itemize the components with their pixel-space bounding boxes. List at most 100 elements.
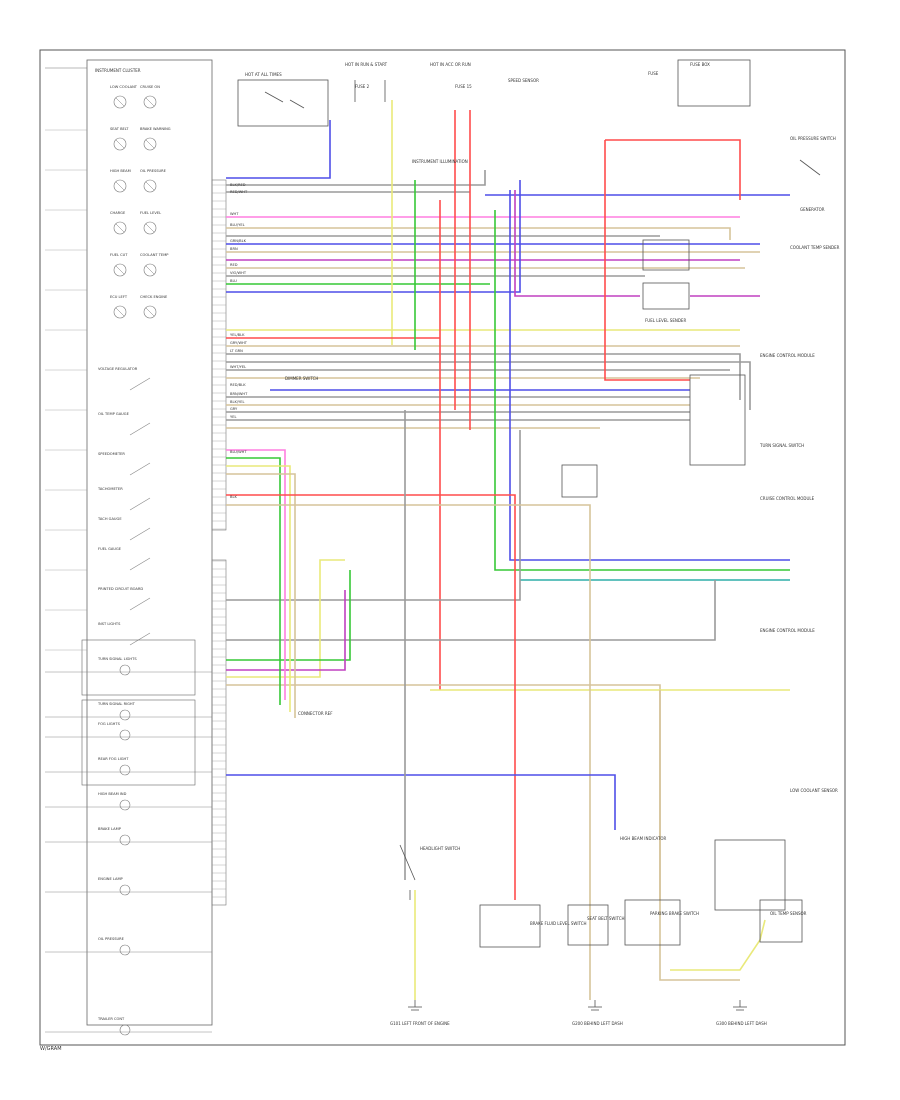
switch-icon — [129, 527, 151, 541]
label-oil-temp-sensor: OIL TEMP SENSOR — [770, 911, 807, 916]
wire-red — [605, 139, 741, 200]
gauge-label: OIL PRESSURE — [140, 169, 167, 173]
generator-relay-box — [642, 239, 690, 271]
component-group — [237, 59, 821, 948]
engine-control-box — [689, 374, 746, 466]
cluster-side-item: OIL PRESSURE — [45, 937, 212, 956]
label-fuse: FUSE — [648, 71, 659, 76]
gauge-8: FUEL CUT — [110, 253, 128, 277]
label-fuse-box: FUSE BOX — [690, 62, 710, 67]
wire-label: BLU/WHT — [230, 450, 247, 454]
cluster-side-item: PRINTED CIRCUIT BOARD — [98, 587, 151, 611]
cluster-pin-labels — [45, 129, 87, 651]
cluster-side-item: TURN SIGNAL RIGHT — [45, 702, 212, 721]
cluster-side-item: SPEEDOMETER — [98, 452, 151, 476]
switch-icon — [129, 632, 151, 646]
cluster-side-label: BRAKE LAMP — [98, 827, 122, 831]
lamp-icon — [119, 709, 131, 721]
wire-label: RED/WHT — [230, 190, 248, 194]
gauge-bulb-icon — [143, 305, 157, 319]
footer-code: W/GRAM — [40, 1046, 62, 1052]
label-brake-fluid-switch: BRAKE FLUID LEVEL SWITCH — [530, 921, 587, 926]
oil-temp-box — [759, 899, 803, 943]
label-engine-control-2: ENGINE CONTROL MODULE — [760, 628, 815, 633]
gauge-9: COOLANT TEMP — [140, 253, 169, 277]
cluster-connector — [211, 179, 227, 906]
wire-label: WHT/YEL — [230, 365, 246, 369]
wire-label: BLU — [230, 279, 237, 283]
turn-signal-box — [561, 464, 598, 498]
gauge-5: OIL PRESSURE — [140, 169, 167, 193]
cluster-side-label: FUEL GAUGE — [98, 547, 122, 551]
wire-red — [226, 494, 516, 900]
wire-yellow — [670, 919, 766, 971]
gauge-2: SEAT BELT — [110, 127, 129, 151]
switch-icon — [129, 597, 151, 611]
switch-icon — [129, 462, 151, 476]
low-coolant-box — [714, 839, 786, 911]
gauge-bulb-icon — [143, 95, 157, 109]
wire-gray — [226, 430, 521, 601]
label-hot-in-run: HOT IN RUN & START — [345, 62, 388, 67]
label-oil-pressure-switch: OIL PRESSURE SWITCH — [790, 136, 836, 141]
wire-label: GRY/WHT — [230, 341, 248, 345]
lamp-icon — [119, 764, 131, 776]
gauge-7: FUEL LEVEL — [140, 211, 161, 235]
cluster-side-label: FOG LIGHTS — [98, 722, 121, 726]
gauge-label: LOW COOLANT — [110, 85, 138, 89]
headlight-switch-symbol — [399, 844, 416, 900]
cluster-side-label: TACH GAUGE — [97, 517, 122, 521]
wire-gray — [226, 580, 716, 641]
connector-strip-top — [211, 179, 227, 531]
gauge-0: LOW COOLANT — [110, 85, 138, 109]
connector-strip-bottom — [211, 559, 227, 906]
gauge-bulb-icon — [143, 179, 157, 193]
wire-label: BLK/YEL — [230, 400, 245, 404]
label-coolant-temp-sender: COOLANT TEMP SENDER — [790, 245, 840, 250]
speed-sensor-symbol — [354, 80, 386, 102]
gauge-3: BRAKE WARNING — [140, 127, 171, 151]
lamp-icon — [119, 1024, 131, 1036]
label-cruise-control: CRUISE CONTROL MODULE — [760, 496, 815, 501]
wire-green — [226, 570, 351, 661]
wire-yellow — [226, 559, 345, 678]
gauge-label: FUEL LEVEL — [140, 211, 161, 215]
fuel-level-box — [642, 282, 690, 310]
wire-gray — [226, 353, 741, 400]
gauge-bulb-icon — [113, 263, 127, 277]
parking-brake-box — [624, 899, 681, 946]
ground-right — [733, 1000, 747, 1011]
label-fuel-level-sender: FUEL LEVEL SENDER — [645, 318, 686, 323]
wire-gray — [226, 361, 751, 410]
wire-label: BRN/WHT — [230, 392, 248, 396]
gauge-6: CHARGE — [110, 211, 127, 235]
gauge-bulb-icon — [143, 263, 157, 277]
wire-yellow — [226, 465, 291, 712]
wire-tan — [226, 227, 731, 240]
gauge-10: ECU LEFT — [110, 295, 128, 319]
gauge-bulb-icon — [143, 221, 157, 235]
gauge-label: CHARGE — [110, 211, 126, 215]
wire-label: VIO/WHT — [230, 271, 247, 275]
connector-ticks — [212, 184, 226, 898]
gauge-1: CRUISE ON — [140, 85, 160, 109]
gauge-label: FUEL CUT — [110, 253, 128, 257]
cluster-side-label: PRINTED CIRCUIT BOARD — [98, 587, 143, 591]
lamp-icon — [119, 664, 131, 676]
cluster-side-item: TACHOMETER — [97, 487, 151, 511]
label-connector-ref: CONNECTOR REF — [298, 711, 333, 716]
label-high-beam-indicator: HIGH BEAM INDICATOR — [620, 836, 667, 841]
cluster-side-item: TACH GAUGE — [97, 517, 151, 541]
wire-pink — [226, 449, 286, 700]
wire-red — [604, 140, 690, 381]
cluster-outline — [86, 59, 213, 1026]
switch-icon — [129, 422, 151, 436]
label-fuse-15: FUSE 15 — [455, 84, 472, 89]
lamp-icon — [119, 884, 131, 896]
wire-label: LT GRN — [230, 349, 243, 353]
gauge-label: HIGH BEAM — [110, 169, 131, 173]
switch-icon — [129, 497, 151, 511]
diagram-frame — [39, 49, 846, 1046]
gauge-label: SEAT BELT — [110, 127, 129, 131]
